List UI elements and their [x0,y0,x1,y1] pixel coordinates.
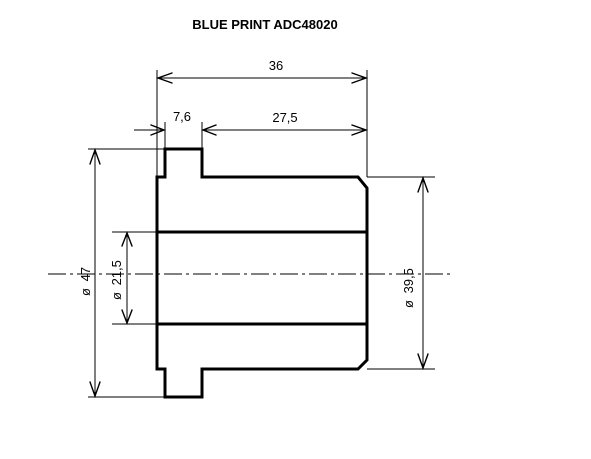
diameter-symbol-bore: ø [109,292,124,300]
drawing-title: BLUE PRINT ADC48020 [192,17,337,32]
dimension-overall-length: 36 [155,58,369,177]
flange-diameter-label: 47 [78,267,93,281]
overall-length-label: 36 [269,58,283,73]
svg-text:ø 47: ø 47 [78,267,93,296]
svg-text:ø 39,5: ø 39,5 [401,268,416,308]
diameter-symbol-right: ø [401,300,416,308]
dimension-bore-diameter: ø 21,5 [109,231,157,325]
diameter-symbol-left: ø [78,288,93,296]
body-length-label: 27,5 [272,110,297,125]
bore-diameter-label: 21,5 [109,260,124,285]
part-outline [155,147,369,399]
svg-text:ø 21,5: ø 21,5 [109,260,124,300]
dimension-body-diameter: ø 39,5 [367,175,435,371]
dimension-body-length: 27,5 [202,110,369,136]
dimension-flange-diameter: ø 47 [78,147,165,399]
flange-width-label: 7,6 [173,109,191,124]
dimension-flange-width: 7,6 [134,109,217,149]
body-diameter-label: 39,5 [401,268,416,293]
